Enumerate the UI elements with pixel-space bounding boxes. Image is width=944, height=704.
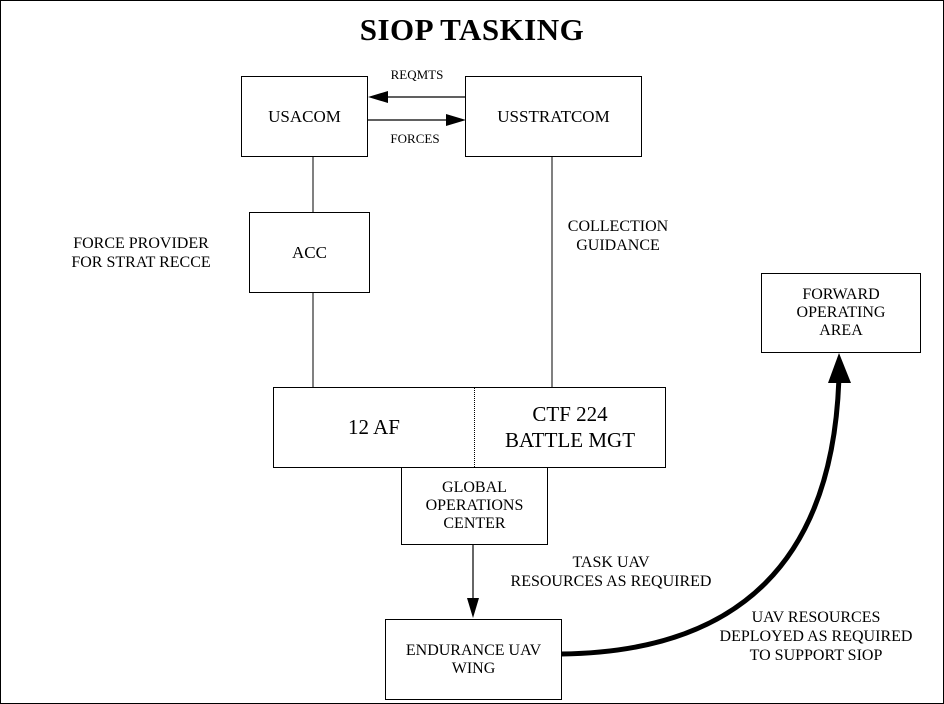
deploy-curve-arrowhead [828,353,851,383]
task-uav-line2: RESOURCES AS REQUIRED [510,573,712,591]
ctf224-line2: BATTLE MGT [504,427,636,452]
endurance-uav-wing-box: ENDURANCE UAV WING [385,619,562,700]
ctf224-line1: CTF 224 [532,402,608,427]
deploy-curve-arrow [560,375,842,657]
acc-label: ACC [292,242,327,262]
usstratcom-label: USSTRATCOM [497,106,610,126]
foa-line1: FORWARD [802,286,880,303]
af12-label: 12 AF [348,415,400,439]
collection-line1: COLLECTION [567,218,669,235]
af12-ctf224-box: 12 AF CTF 224 BATTLE MGT [273,387,666,468]
reqmts-label: REQMTS [390,67,444,82]
goc-line1: GLOBAL [442,479,507,496]
force-provider-label: FORCE PROVIDER FOR STRAT RECCE [41,234,241,272]
deployed-line1: UAV RESOURCES [751,609,881,626]
goc-uav-arrowhead [467,598,479,618]
forces-label: FORCES [390,131,440,146]
collection-line2: GUIDANCE [576,237,660,255]
diagram-title: SIOP TASKING [359,12,585,47]
task-uav-label: TASK UAV RESOURCES AS REQUIRED [486,553,736,591]
uav-line2: WING [451,659,496,677]
forward-operating-area-box: FORWARD OPERATING AREA [761,273,921,353]
goc-line2: OPERATIONS [425,497,524,514]
uav-line1: ENDURANCE UAV [405,641,542,659]
global-operations-center-box: GLOBAL OPERATIONS CENTER [401,467,548,545]
collection-guidance-label: COLLECTION GUIDANCE [554,217,682,255]
acc-box: ACC [249,212,370,293]
reqmts-arrowhead [368,91,388,103]
usacom-box: USACOM [241,76,368,157]
deployed-line2: DEPLOYED AS REQUIRED [719,628,913,646]
goc-line3: CENTER [443,515,506,532]
ctf224-cell: CTF 224 BATTLE MGT [475,388,665,467]
deployed-label: UAV RESOURCES DEPLOYED AS REQUIRED TO SU… [691,608,941,666]
forces-arrowhead [446,114,466,126]
usstratcom-box: USSTRATCOM [465,76,642,157]
force-provider-line2: FOR STRAT RECCE [71,254,211,272]
usacom-label: USACOM [268,106,341,126]
deployed-line3: TO SUPPORT SIOP [749,647,883,665]
task-uav-line1: TASK UAV [572,554,650,571]
foa-line3: AREA [819,322,863,339]
foa-line2: OPERATING [796,304,886,321]
force-provider-line1: FORCE PROVIDER [73,235,209,252]
af12-cell: 12 AF [274,388,475,467]
